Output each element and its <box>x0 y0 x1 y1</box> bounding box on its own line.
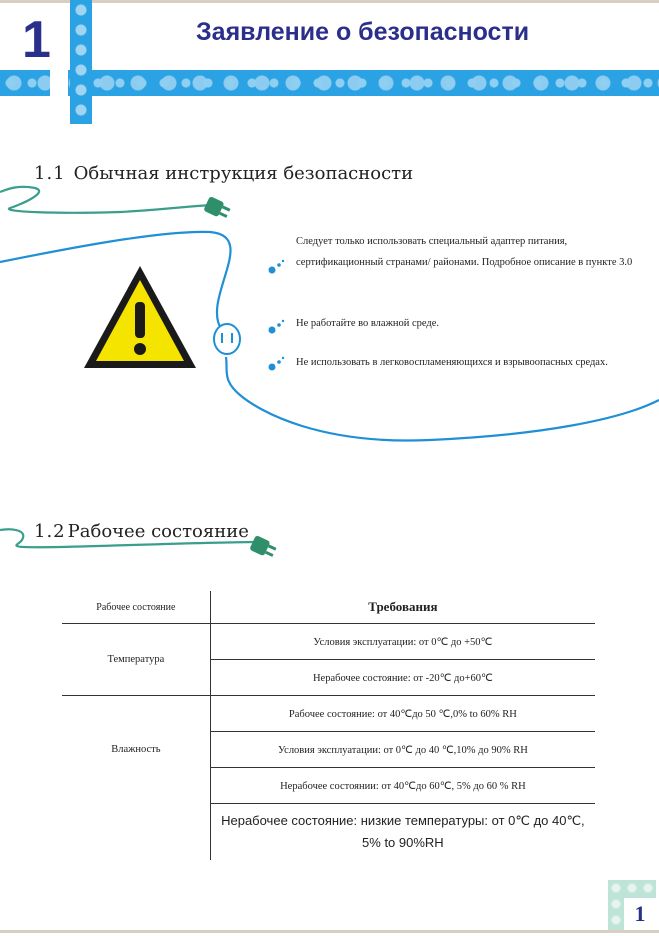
safety-item-1: Следует только использовать специальный … <box>296 236 633 268</box>
green-plug-icon <box>204 196 231 218</box>
blue-cable-1 <box>0 230 232 331</box>
table-row: Нерабочее состоянии: от 40℃до 60℃, 5% до… <box>62 767 595 804</box>
bottom-border-line <box>0 930 659 933</box>
section-title-1: Обычная инструкция безопасности <box>73 163 414 184</box>
section-heading-1: 1.1 Обычная инструкция безопасности <box>34 163 413 184</box>
header-banner-gap <box>50 70 68 96</box>
safety-item-2: Не работайте во влажной среде. <box>296 318 440 329</box>
humidity-cell-1: Рабочее состояние: от 40℃до 50 ℃,0% to 6… <box>209 695 595 732</box>
table-row: Влажность Рабочее состояние: от 40℃до 50… <box>62 695 595 804</box>
section-number-2: 1.2 <box>34 521 66 542</box>
table-row: Нерабочее состояние: от -20℃ до+60℃ <box>62 659 595 696</box>
page-number: 1 <box>624 898 656 930</box>
section-title-2: Рабочее состояние <box>67 521 249 542</box>
temperature-label: Температура <box>62 623 211 696</box>
last-condition-line-2: 5% to 90%RH <box>362 835 444 850</box>
bullet-dots-icon <box>268 319 285 334</box>
warning-icon <box>84 266 196 368</box>
header-gear-banner <box>0 70 659 96</box>
empty-cell <box>62 804 210 861</box>
chapter-number: 1 <box>22 11 51 69</box>
teal-cable-1 <box>0 185 213 214</box>
humidity-label: Влажность <box>62 695 211 804</box>
header-cell-state: Рабочее состояние <box>96 601 176 613</box>
header-vertical-bar-front <box>70 0 92 124</box>
temperature-cell-1: Условия эксплуатации: от 0℃ до +50℃ <box>209 623 595 660</box>
top-border-line <box>0 0 659 3</box>
table-row: Температура Условия эксплуатации: от 0℃ … <box>62 623 595 696</box>
safety-item-3: Не использовать в легковоспламеняющихся … <box>296 357 608 368</box>
blue-cable-2 <box>224 356 659 442</box>
table-header-row: Рабочее состояние Требования <box>62 591 595 624</box>
humidity-cell-2: Условия эксплуатации: от 0℃ до 40 ℃,10% … <box>209 731 595 768</box>
conditions-table: Рабочее состояние Требования Температура… <box>62 591 595 860</box>
humidity-cell-3: Нерабочее состоянии: от 40℃до 60℃, 5% до… <box>209 767 595 804</box>
white-plug-icon <box>213 323 241 355</box>
last-condition-cell: Нерабочее состояние: низкие температуры:… <box>209 803 595 860</box>
table-row: Условия эксплуатации: от 0℃ до 40 ℃,10% … <box>62 731 595 768</box>
bullet-dots-icon <box>268 356 285 371</box>
section-number-1: 1.1 <box>34 163 66 184</box>
page-title: Заявление о безопасности <box>196 18 530 46</box>
bullet-dots-icon <box>268 259 285 274</box>
temperature-cell-2: Нерабочее состояние: от -20℃ до+60℃ <box>209 659 595 696</box>
table-row: Нерабочее состояние: низкие температуры:… <box>62 803 595 861</box>
header-cell-requirements: Требования <box>209 591 595 624</box>
teal-cable-2 <box>0 528 259 549</box>
last-condition-line-1: Нерабочее состояние: низкие температуры:… <box>221 813 585 828</box>
green-plug-icon-2 <box>250 535 277 557</box>
